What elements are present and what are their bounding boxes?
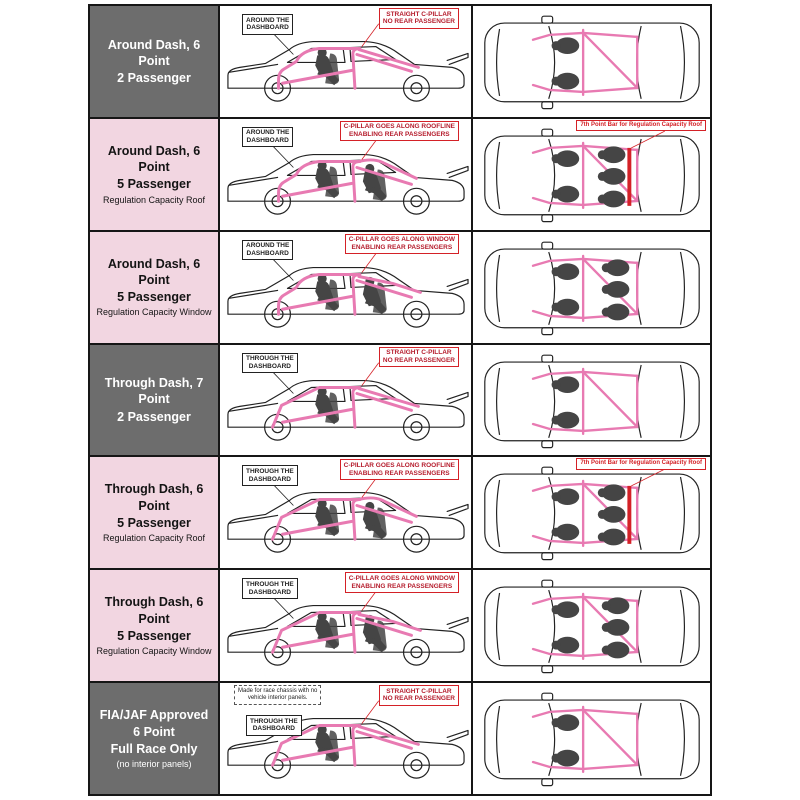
side-view-diagram (220, 683, 471, 794)
config-title-line: 5 Passenger (117, 628, 191, 643)
config-title-line: 2 Passenger (117, 409, 191, 424)
seventh-point-note: 7th Point Bar for Regulation Capacity Ro… (576, 458, 706, 470)
config-title-line: Around Dash, 6 Point (107, 37, 201, 68)
side-view-diagram (220, 457, 471, 568)
config-label: Through Dash, 7 Point 2 Passenger (90, 344, 220, 456)
top-view-cell: 7th Point Bar for Regulation Capacity Ro… (473, 457, 710, 569)
config-subtitle: Regulation Capacity Window (96, 307, 212, 318)
config-title-line: 5 Passenger (117, 515, 191, 530)
top-view-cell (473, 683, 710, 795)
config-title-line: Around Dash, 6 Point (107, 256, 201, 287)
top-view-cell: 7th Point Bar for Regulation Capacity Ro… (473, 118, 710, 230)
config-row: Around Dash, 6 Point 5 Passenger Regulat… (88, 229, 712, 345)
config-subtitle: Regulation Capacity Roof (102, 533, 206, 544)
config-label: Around Dash, 6 Point 5 Passenger Regulat… (90, 231, 220, 343)
config-subtitle: Regulation Capacity Roof (102, 194, 206, 205)
side-view-diagram (220, 570, 471, 681)
side-view-diagram (220, 6, 471, 117)
config-subtitle: Regulation Capacity Window (96, 646, 212, 657)
config-title-line: 5 Passenger (117, 177, 191, 192)
config-row: Around Dash, 6 Point 2 Passenger AROUND … (88, 4, 712, 119)
side-view-diagram (220, 232, 471, 343)
top-view-diagram (473, 345, 710, 456)
top-view-cell (473, 344, 710, 456)
top-view-diagram (473, 232, 710, 343)
config-label: Through Dash, 6 Point 5 Passenger Regula… (90, 457, 220, 569)
side-view-diagram (220, 119, 471, 230)
config-row: Through Dash, 6 Point 5 Passenger Regula… (88, 568, 712, 684)
config-row: Through Dash, 6 Point 5 Passenger Regula… (88, 455, 712, 571)
top-view-cell (473, 231, 710, 343)
config-row: FIA/JAF Approved 6 Point Full Race Only … (88, 681, 712, 797)
config-label: Around Dash, 6 Point 2 Passenger (90, 6, 220, 117)
top-view-diagram (473, 570, 710, 681)
config-row: Around Dash, 6 Point 5 Passenger Regulat… (88, 116, 712, 232)
top-view-cell (473, 570, 710, 682)
config-title-line: 2 Passenger (117, 71, 191, 86)
config-title-line: 5 Passenger (117, 290, 191, 305)
config-title-line: FIA/JAF Approved (99, 707, 209, 722)
config-title-line: Through Dash, 7 Point (104, 376, 204, 407)
config-title-line: Full Race Only (110, 742, 198, 757)
config-label: FIA/JAF Approved 6 Point Full Race Only … (90, 683, 220, 795)
config-row: Through Dash, 7 Point 2 Passenger THROUG… (88, 342, 712, 458)
config-label: Around Dash, 6 Point 5 Passenger Regulat… (90, 118, 220, 230)
config-subtitle: (no interior panels) (116, 759, 192, 770)
config-title-line: 6 Point (133, 724, 175, 739)
config-title-line: Around Dash, 6 Point (107, 143, 201, 175)
top-view-diagram (473, 457, 710, 568)
config-title-line: Through Dash, 6 Point (104, 482, 204, 513)
config-title-line: Through Dash, 6 Point (104, 595, 204, 626)
top-view-cell (473, 6, 710, 117)
configuration-table: Around Dash, 6 Point 2 Passenger AROUND … (88, 4, 712, 797)
top-view-diagram (473, 683, 710, 794)
config-label: Through Dash, 6 Point 5 Passenger Regula… (90, 570, 220, 682)
top-view-diagram (473, 6, 710, 117)
seventh-point-note: 7th Point Bar for Regulation Capacity Ro… (576, 119, 706, 132)
top-view-diagram (473, 119, 710, 230)
